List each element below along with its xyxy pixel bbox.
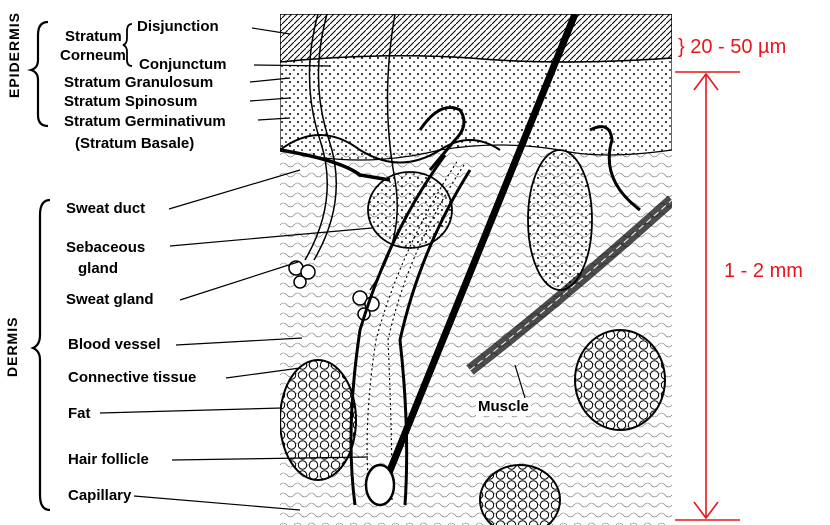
- stratum-granulosum-label: Stratum Granulosum: [64, 74, 213, 92]
- dermis-label: DERMIS: [4, 333, 20, 377]
- skin-thickness-label: 1 - 2 mm: [724, 260, 803, 283]
- blood-vessel-label: Blood vessel: [68, 336, 161, 354]
- stratum-corneum-label-line1: Stratum: [65, 28, 122, 46]
- sebaceous-gland-label-line1: Sebaceous: [66, 239, 145, 257]
- sweat-duct-label: Sweat duct: [66, 200, 145, 218]
- muscle-label: Muscle: [476, 398, 531, 416]
- tissue-layers: [280, 14, 672, 525]
- stratum-corneum-label-line2: Corneum: [60, 47, 126, 65]
- corneum-thickness-label: } 20 - 50 µm: [678, 36, 786, 59]
- stratum-basale-label: (Stratum Basale): [75, 135, 194, 153]
- stratum-germinativum-label: Stratum Germinativum: [64, 113, 226, 131]
- hair-follicle-label: Hair follicle: [68, 451, 149, 469]
- stratum-spinosum-label: Stratum Spinosum: [64, 93, 197, 111]
- fat-label: Fat: [68, 405, 91, 423]
- epidermis-label: EPIDERMIS: [6, 38, 22, 98]
- disjunction-label: Disjunction: [137, 18, 219, 36]
- dermis-bracket: [33, 200, 50, 510]
- sweat-gland-label: Sweat gland: [66, 291, 154, 309]
- dimension-markers: [675, 72, 740, 520]
- conjunctum-label: Conjunctum: [139, 56, 227, 74]
- connective-tissue-label: Connective tissue: [68, 369, 196, 387]
- sebaceous-gland-label-line2: gland: [78, 260, 118, 278]
- epidermis-bracket: [31, 22, 48, 126]
- capillary-label: Capillary: [68, 487, 131, 505]
